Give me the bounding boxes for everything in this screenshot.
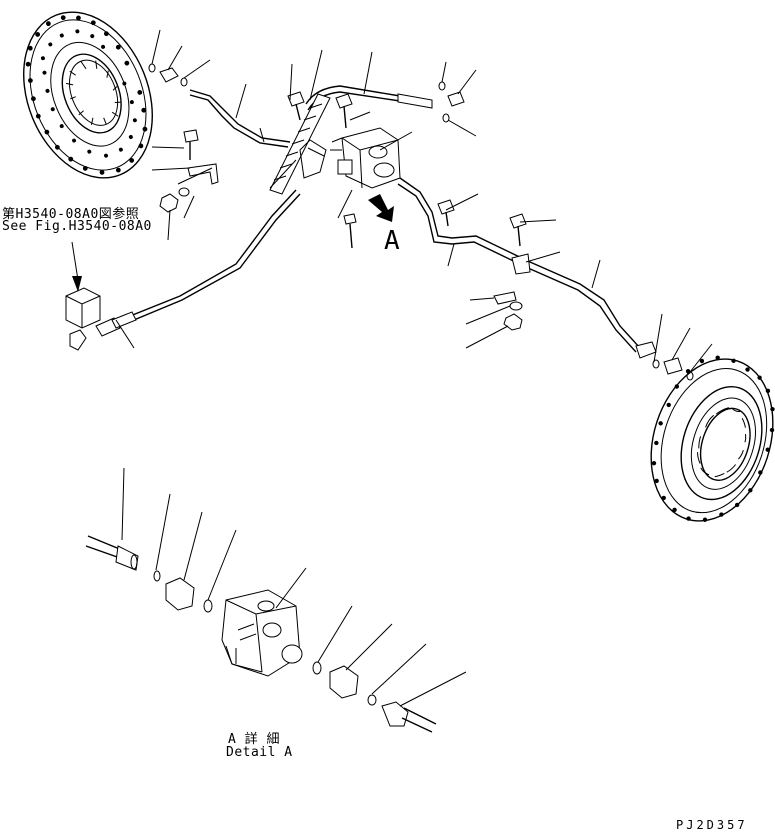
leader-lines-upper <box>115 29 713 373</box>
detail-a-label-en: Detail A <box>226 745 293 760</box>
view-a-label: A <box>384 226 400 256</box>
reference-text-en: See Fig.H3540-08A0 <box>2 219 152 234</box>
left-brake-disc <box>23 11 153 179</box>
brake-pipes <box>119 85 641 353</box>
right-fittings <box>437 199 694 381</box>
detail-a-exploded-view <box>85 535 437 733</box>
spiral-guard-tube <box>269 93 331 195</box>
view-a-arrow <box>368 194 394 222</box>
reference-text-ja: 第H3540-08A0図参照 <box>2 207 140 222</box>
leader-lines-detail <box>121 467 467 707</box>
right-brake-disc <box>650 355 775 522</box>
relay-valve <box>330 127 401 189</box>
drawing-code: PJ2D357 <box>676 818 748 832</box>
reference-arrow <box>71 241 82 292</box>
detail-a-label-ja: A 詳 細 <box>228 732 280 747</box>
junction-block <box>65 287 137 351</box>
